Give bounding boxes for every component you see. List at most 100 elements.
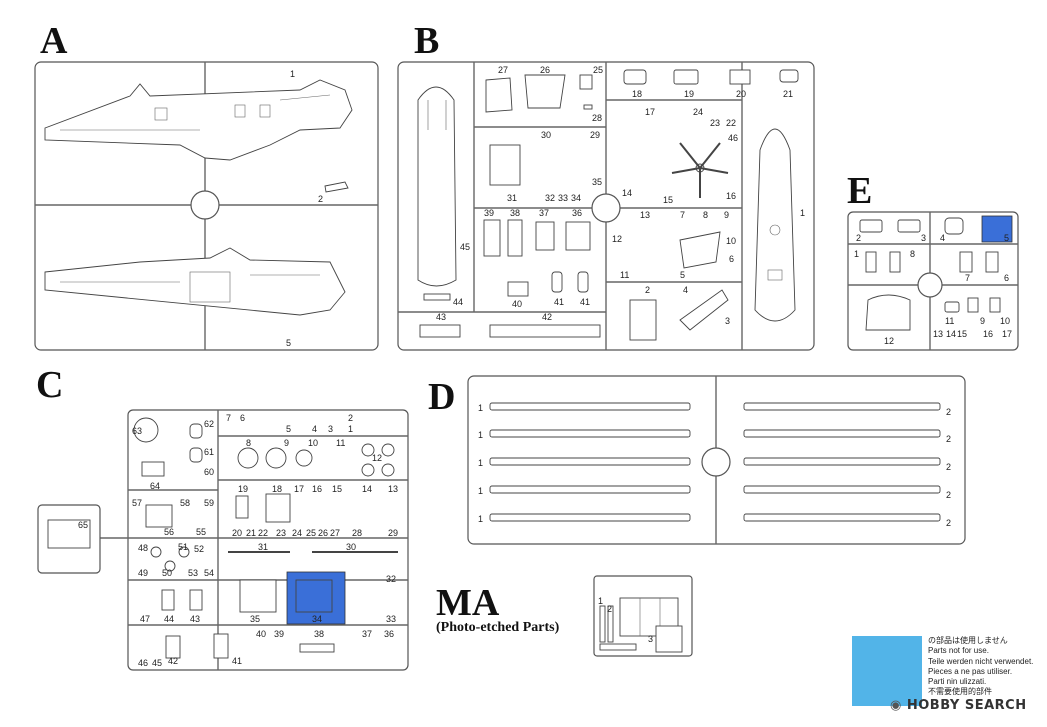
legend-line: Parts not for use. — [928, 646, 989, 656]
part-label: 5 — [286, 338, 291, 348]
part-label: 9 — [724, 210, 729, 220]
part-label: 43 — [436, 312, 446, 322]
part-label: 22 — [258, 528, 268, 538]
part-label: 35 — [592, 177, 602, 187]
part-label: 3 — [921, 233, 926, 243]
part-label: 2 — [348, 413, 353, 423]
part-label: 65 — [78, 520, 88, 530]
part-label: 31 — [507, 193, 517, 203]
part-label: 64 — [150, 481, 160, 491]
part-label: 25 — [593, 65, 603, 75]
part-label: 11 — [945, 316, 954, 326]
part-label: 26 — [540, 65, 550, 75]
part-label: 38 — [510, 208, 520, 218]
part-label: 22 — [726, 118, 736, 128]
part-label: 4 — [940, 233, 945, 243]
part-label: 56 — [164, 527, 174, 537]
part-label: 21 — [783, 89, 793, 99]
part-label: 42 — [542, 312, 552, 322]
part-label: 21 — [246, 528, 256, 538]
part-label: 2 — [318, 194, 323, 204]
part-label: 37 — [362, 629, 372, 639]
part-label: 27 — [498, 65, 508, 75]
part-label: 49 — [138, 568, 148, 578]
part-label: 28 — [352, 528, 362, 538]
part-label: 16 — [726, 191, 736, 201]
part-label: 50 — [162, 568, 172, 578]
part-label: 25 — [306, 528, 316, 538]
part-label: 3 — [725, 316, 730, 326]
part-label: 2 — [946, 490, 951, 500]
watermark-text: HOBBY SEARCH — [906, 698, 1027, 713]
part-label: 19 — [238, 484, 248, 494]
part-label: 8 — [910, 249, 915, 259]
part-label: 16 — [312, 484, 322, 494]
sprue-a: 1 2 5 — [34, 61, 379, 351]
part-label: 41 — [554, 297, 564, 307]
part-label: 2 — [856, 233, 861, 243]
legend-color-swatch — [852, 636, 922, 706]
part-label: 17 — [1002, 329, 1012, 339]
part-label: 1 — [478, 458, 483, 468]
part-label: 15 — [332, 484, 342, 494]
part-label: 18 — [632, 89, 642, 99]
part-label: 16 — [983, 329, 993, 339]
part-label: 42 — [168, 656, 178, 666]
legend-line: の部品は使用しません — [928, 636, 1008, 645]
sprue-a-letter: A — [40, 20, 68, 62]
part-label: 46 — [728, 133, 738, 143]
part-label: 52 — [194, 544, 204, 554]
part-label: 18 — [272, 484, 282, 494]
part-label: 14 — [362, 484, 372, 494]
part-label: 34 — [312, 614, 322, 624]
part-label: 10 — [726, 236, 736, 246]
part-label: 62 — [204, 419, 214, 429]
part-label: 11 — [336, 438, 345, 448]
part-label: 12 — [372, 453, 382, 463]
sprue-c-letter: C — [36, 364, 64, 406]
part-label: 4 — [312, 424, 317, 434]
part-label: 24 — [693, 107, 703, 117]
part-label: 30 — [541, 130, 551, 140]
part-label: 36 — [572, 208, 582, 218]
part-label: 1 — [800, 208, 805, 218]
part-label: 1 — [478, 430, 483, 440]
sprue-e: 2 3 4 5 1 8 7 6 11 9 10 12 13 14 15 16 1… — [847, 211, 1019, 351]
part-label: 26 — [318, 528, 328, 538]
part-label: 41 — [580, 297, 590, 307]
part-label: 14 — [622, 188, 632, 198]
part-label: 19 — [684, 89, 694, 99]
part-label: 10 — [308, 438, 318, 448]
part-label: 13 — [640, 210, 650, 220]
part-label: 1 — [598, 596, 603, 606]
part-label: 7 — [965, 273, 970, 283]
part-label: 33 — [386, 614, 396, 624]
sprue-d: 1 2 1 2 1 2 1 2 1 2 — [467, 375, 966, 545]
part-label: 48 — [138, 543, 148, 553]
part-label: 1 — [478, 514, 483, 524]
legend-line: 不需要使用的部件 — [928, 687, 992, 697]
legend-line: Parti nin ulizzati. — [928, 677, 987, 687]
sprue-c: 63 62 61 60 64 7 6 5 4 3 2 1 8 9 10 11 1… — [37, 409, 409, 671]
part-label: 30 — [346, 542, 356, 552]
legend-text: の部品は使用しません Parts not for use. Teile werd… — [928, 636, 1033, 698]
part-label: 13 — [388, 484, 398, 494]
part-label: 40 — [256, 629, 266, 639]
part-label: 1 — [290, 69, 295, 79]
part-label: 20 — [232, 528, 242, 538]
legend-line: Teile werden nicht verwendet. — [928, 656, 1034, 666]
part-label: 54 — [204, 568, 214, 578]
rotor-blade-row — [489, 402, 941, 522]
sprue-ma-letter: MA — [436, 582, 500, 624]
part-label: 6 — [240, 413, 245, 423]
part-label: 11 — [620, 270, 629, 280]
part-label: 3 — [648, 634, 653, 644]
part-label: 7 — [226, 413, 231, 423]
part-label: 1 — [348, 424, 353, 434]
part-label: 1 — [854, 249, 859, 259]
sprue-b: 27 26 25 28 18 19 20 21 17 24 23 22 46 3… — [397, 61, 815, 351]
sprue-d-letter: D — [428, 376, 456, 418]
watermark-icon: ◉ — [890, 698, 907, 713]
part-label: 8 — [703, 210, 708, 220]
